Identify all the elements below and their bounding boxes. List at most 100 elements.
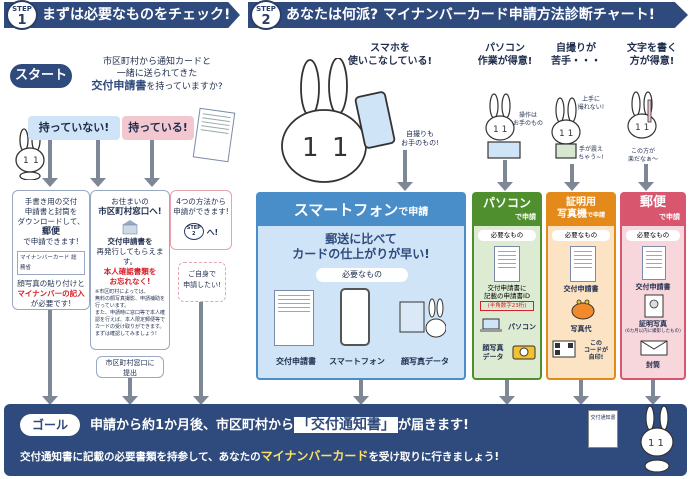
four-line2: 申請ができます! bbox=[173, 207, 229, 216]
start-question-line1: 市区町村から通知カードと bbox=[102, 57, 211, 67]
goal-doc-label: 交付通知書 bbox=[590, 415, 616, 421]
booth-item2-text: 写真代 bbox=[570, 325, 592, 333]
four-step-num: 2 bbox=[192, 231, 196, 237]
arrow-pc-shaft bbox=[503, 160, 507, 184]
pc-item3: 顔写真 データ bbox=[478, 344, 508, 362]
booth-needs: 必要なもの bbox=[552, 230, 610, 241]
window-fine4: また、申請時に窓口等で本人確 bbox=[95, 310, 166, 316]
download-note3: が必要です! bbox=[30, 299, 72, 308]
download-field: マイナンバーカード 総務省 bbox=[17, 251, 85, 275]
type-booth-aside4: ちゃう~! bbox=[578, 154, 604, 161]
start-question-emph: 交付申請書 bbox=[91, 79, 147, 92]
download-line4: 郵便 bbox=[41, 227, 60, 237]
type-booth-line2: 苦手・・・ bbox=[551, 56, 601, 67]
start-question-line2: 一緒に送られてきた bbox=[116, 69, 198, 79]
self-apply-arrow-head bbox=[193, 396, 209, 405]
arrow-no-left-head bbox=[42, 178, 58, 187]
rabbit-booth-icon: 1 1 bbox=[551, 97, 581, 159]
mail-item1: 交付申請書 bbox=[622, 282, 684, 292]
self-apply-arrow-shaft bbox=[199, 302, 203, 398]
goal-line1-post: が届きます! bbox=[398, 418, 469, 433]
window-warn1: 本人確認書類を bbox=[103, 267, 157, 276]
smartphone-benefit1: 郵送に比べて bbox=[325, 232, 397, 246]
start-label: スタート bbox=[14, 68, 67, 83]
goal-line2-post: を受け取りに行きましょう! bbox=[368, 451, 500, 463]
download-field-text: マイナンバーカード 総務省 bbox=[20, 255, 77, 271]
smartphone-panel-header: スマートフォンで申請 bbox=[258, 194, 464, 226]
rabbit-goal-icon: 1 1 bbox=[640, 405, 674, 473]
window-fine3: 行っています。 bbox=[95, 303, 130, 309]
svg-text:1: 1 bbox=[33, 156, 39, 166]
goal-line2: 交付通知書に記載の必要書類を持参して、あなたのマイナンバーカードを受け取りに行き… bbox=[20, 446, 499, 467]
goal-notice-doc-icon: 交付通知書 bbox=[588, 410, 618, 448]
smartphone-needs-label: 必要なもの bbox=[342, 270, 382, 279]
choice-yes: 持っている! bbox=[122, 116, 194, 140]
smartphone-panel: スマートフォンで申請 郵送に比べて カードの仕上がりが早い! 必要なもの 交付申… bbox=[256, 192, 466, 380]
goal-line2-emph: マイナンバーカード bbox=[260, 449, 369, 463]
choice-yes-label: 持っている! bbox=[128, 121, 188, 134]
mail-form-icon bbox=[642, 246, 666, 280]
window-submit-line2: 提出 bbox=[123, 369, 137, 377]
mail-panel-header: 郵便 で申請 bbox=[622, 194, 684, 226]
arrow-no-right-shaft bbox=[96, 140, 100, 180]
type-pc-aside1: 操作は bbox=[518, 112, 537, 119]
step2-badge-num: 2 bbox=[261, 13, 271, 28]
step2-badge: STEP 2 bbox=[250, 0, 282, 30]
arrow-panel-smartphone-shaft bbox=[359, 380, 363, 398]
booth-item1: 交付申請書 bbox=[548, 284, 614, 294]
svg-text:1 1: 1 1 bbox=[648, 438, 664, 449]
type-mail-line2: 方が得意! bbox=[629, 56, 675, 67]
arrow-panel-mail-head bbox=[645, 396, 661, 405]
type-mail-aside: この方が 楽だなぁ〜 bbox=[626, 148, 660, 164]
download-line3: ダウンロードして、 bbox=[17, 217, 85, 226]
type-booth-aside: 上手に 撮れない! bbox=[576, 96, 606, 112]
pc-panel-title-sub: で申請 bbox=[515, 213, 536, 221]
start-question: 市区町村から通知カードと 一緒に送られてきた 交付申請書を持っていますか? bbox=[82, 56, 232, 93]
booth-item3-line3: 自印! bbox=[588, 354, 604, 361]
type-mail-caption: 文字を書く 方が得意! bbox=[616, 42, 688, 68]
smartphone-item3-text: 顔写真データ bbox=[401, 357, 449, 366]
qr-code-icon bbox=[552, 340, 576, 358]
mail-item3-text: 封筒 bbox=[646, 361, 660, 369]
arrow-panel-mail-shaft bbox=[651, 380, 655, 398]
smartphone-panel-title-sub: で申請 bbox=[398, 207, 429, 218]
self-apply-box: ご自身で 申請したい! bbox=[178, 262, 226, 302]
booth-item2: 写真代 bbox=[548, 324, 614, 334]
type-smartphone-aside2: お手のもの! bbox=[401, 139, 439, 147]
mail-item1-text: 交付申請書 bbox=[635, 283, 671, 291]
window-line2: 市区町村窓口へ! bbox=[98, 207, 162, 217]
type-booth-line1: 自撮りが bbox=[556, 43, 596, 54]
mail-item2-line1: 証明写真 bbox=[639, 320, 667, 328]
mail-needs-label: 必要なもの bbox=[636, 231, 670, 239]
window-fine-print: ※市区町村によっては、 無料の顔写真撮影、申請補助を 行っています。 また、申請… bbox=[91, 287, 169, 340]
arrow-mail-head bbox=[638, 182, 654, 191]
booth-form-icon bbox=[570, 246, 596, 282]
step1-header: まずは必要なものをチェック! bbox=[4, 2, 240, 28]
smartphone-item1: 交付申請書 bbox=[266, 356, 326, 367]
arrow-booth-head bbox=[564, 182, 580, 191]
choice-no-label: 持っていない! bbox=[38, 121, 110, 134]
arrow-no-right-head bbox=[90, 178, 106, 187]
rabbit-smartphone-icon: 1 1 bbox=[281, 58, 396, 183]
smartphone-needs: 必要なもの bbox=[316, 268, 408, 282]
mail-item2: 証明写真 (6カ月以内に撮影したもの) bbox=[622, 320, 684, 336]
window-fine5: 認を行えば、本人限定郵便等で bbox=[95, 317, 166, 323]
step1-badge: STEP 1 bbox=[6, 0, 38, 30]
download-line2: 申請書と封筒を bbox=[24, 207, 78, 216]
start-badge: スタート bbox=[10, 64, 72, 88]
rabbit-start-icon: 1 1 bbox=[15, 128, 45, 180]
window-arrow-head bbox=[122, 396, 138, 405]
pc-item1-note: (半角数字23桁) bbox=[480, 301, 534, 311]
booth-panel-title-sub: で申請 bbox=[586, 212, 605, 219]
arrow-panel-pc-head bbox=[499, 396, 515, 405]
smartphone-item2-text: スマートフォン bbox=[329, 357, 385, 366]
type-pc-aside: 操作は お手のもの bbox=[510, 112, 546, 128]
goal-label: ゴール bbox=[31, 418, 68, 432]
pc-needs: 必要なもの bbox=[478, 230, 536, 241]
arrow-smartphone-shaft bbox=[403, 150, 407, 184]
svg-text:1: 1 bbox=[332, 133, 349, 163]
download-box: 手書き用の交付 申請書と封筒を ダウンロードして、 郵便 で申請できます! マイ… bbox=[12, 190, 90, 310]
type-mail-aside2: 楽だなぁ〜 bbox=[627, 156, 658, 163]
pc-item1-line2: 記載の申請書ID bbox=[484, 292, 530, 300]
